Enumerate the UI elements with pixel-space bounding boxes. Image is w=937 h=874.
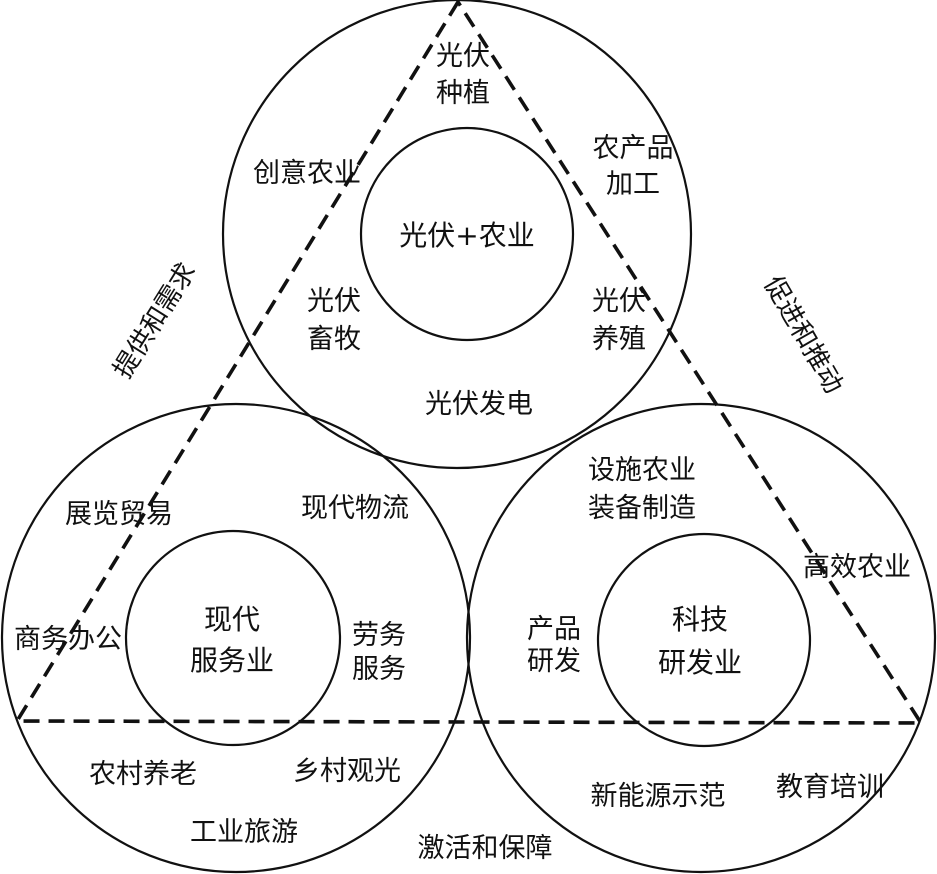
- label-chanpin-yanfa-line1: 产品: [527, 614, 581, 645]
- label-guangfu-xumu-line1: 光伏: [307, 286, 361, 317]
- label-guangfu-yangzhi-line2: 养殖: [592, 324, 646, 355]
- label-nongchanpin-jiagong-line1: 农产品: [593, 133, 674, 164]
- top-inner-circle: [359, 126, 575, 342]
- top-outer-circle: [221, 0, 693, 470]
- right-center-label-line2: 研发业: [658, 646, 742, 679]
- label-nongcun-yanglao: 农村养老: [89, 759, 197, 790]
- label-guangfu-zhongzhi-line1: 光伏: [436, 41, 490, 72]
- right-center-label-line1: 科技: [672, 603, 728, 636]
- dashed-triangle: [15, 0, 923, 725]
- left-inner-circle: [124, 529, 342, 747]
- right-inner-circle: [596, 532, 812, 748]
- label-gongye-lvyou: 工业旅游: [190, 817, 298, 848]
- label-xiandai-wuliu: 现代物流: [301, 493, 409, 524]
- label-guangfu-zhongzhi-line2: 种植: [436, 78, 490, 109]
- right-outer-circle: [465, 402, 937, 874]
- label-gaoxiao-nongye: 高效农业: [803, 552, 911, 583]
- label-zhanlan-maoyi: 展览贸易: [65, 499, 173, 530]
- label-chanpin-yanfa-line2: 研发: [527, 646, 581, 677]
- edge-label-bottom: 激活和保障: [418, 833, 553, 864]
- left-center-label-line1: 现代: [204, 603, 260, 636]
- left-outer-circle: [0, 402, 472, 874]
- top-center-label: 光伏+农业: [399, 219, 534, 252]
- label-nongchanpin-jiagong-line2: 加工: [606, 169, 660, 200]
- label-jiaoyu-peixun: 教育培训: [776, 772, 884, 803]
- label-xinnengyuan-shifan: 新能源示范: [591, 781, 726, 812]
- left-center-label-line2: 服务业: [190, 644, 274, 677]
- label-guangfu-yangzhi-line1: 光伏: [592, 286, 646, 317]
- edge-label-left: 提供和需求: [108, 258, 202, 384]
- label-laowu-fuwu-line2: 服务: [352, 654, 406, 685]
- label-shangwu-bangong: 商务办公: [14, 624, 122, 655]
- label-xiangcun-guanguang: 乡村观光: [293, 756, 401, 787]
- label-sheshi-nongye-line2: 装备制造: [588, 493, 696, 524]
- label-laowu-fuwu-line1: 劳务: [352, 620, 406, 651]
- label-guangfu-xumu-line2: 畜牧: [307, 324, 361, 355]
- label-sheshi-nongye-line1: 设施农业: [588, 455, 696, 486]
- label-guangfu-fadian: 光伏发电: [425, 389, 533, 420]
- edge-label-right: 促进和推动: [757, 271, 848, 399]
- label-chuangyi-nongye: 创意农业: [253, 158, 361, 189]
